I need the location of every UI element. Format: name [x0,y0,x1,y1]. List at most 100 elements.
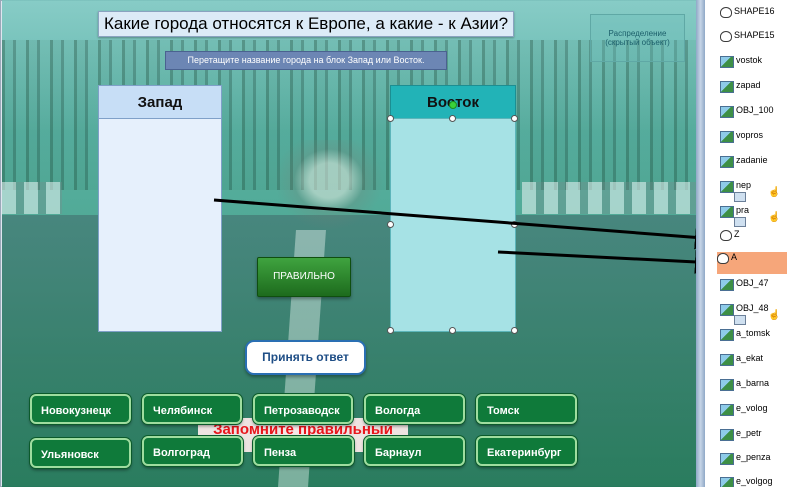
shape-icon [720,7,732,18]
west-drop-zone[interactable] [98,118,222,332]
picture-icon [720,206,734,218]
picture-icon [720,81,734,93]
picture-icon [720,477,734,487]
picture-icon [720,156,734,168]
pane-item-label: pra [736,205,750,215]
west-zone-header: Запад [98,85,222,120]
thumbnail-icon [734,217,746,227]
city-tomsk[interactable]: Томск [476,394,577,424]
thumbnail-icon [734,192,746,202]
pane-item-zadanie[interactable]: zadanie [720,155,768,177]
pane-item-obj47[interactable]: OBJ_47 [720,278,769,300]
picture-icon [720,304,734,316]
city-volgograd[interactable]: Волгоград [142,436,243,466]
pane-item-label: Z [734,229,740,239]
correct-indicator-button[interactable]: ПРАВИЛЬНО [257,257,351,297]
picture-icon [720,279,734,291]
pane-item-e-volgog[interactable]: e_volgog [720,476,773,487]
pane-item-label: SHAPE16 [734,6,775,16]
pane-item-label: a_tomsk [736,328,771,338]
pane-item-label: e_penza [736,452,771,462]
city-petrozavodsk[interactable]: Петрозаводск [253,394,353,424]
pane-item-label: e_volog [736,403,768,413]
picture-icon [720,329,734,341]
pointer-hand-icon: ☝ [768,212,781,223]
pane-item-obj48[interactable]: OBJ_48☝ [720,303,780,325]
selection-pane: SHAPE16 SHAPE15 vostok zapad OBJ_100 vop… [705,0,800,487]
pane-item-shape15[interactable]: SHAPE15 [720,30,775,52]
pane-item-label: OBJ_100 [736,105,774,115]
resize-handle-nw[interactable] [387,115,394,122]
pane-item-z[interactable]: Z [720,229,740,251]
pane-item-obj100[interactable]: OBJ_100 [720,105,774,127]
pane-item-a-selected[interactable]: A [717,252,787,274]
pane-item-label: SHAPE15 [734,30,775,40]
thumbnail-icon [734,315,746,325]
city-yekaterinburg[interactable]: Екатеринбург [476,436,577,466]
city-barnaul[interactable]: Барнаул [364,436,465,466]
pane-item-label: vostok [736,55,763,65]
picture-icon [720,181,734,193]
city-chelyabinsk[interactable]: Челябинск [142,394,242,424]
picture-icon [720,404,734,416]
picture-icon [720,354,734,366]
city-ulyanovsk[interactable]: Ульяновск [30,438,131,468]
resize-handle-e[interactable] [511,221,518,228]
pane-item-label: zadanie [736,155,768,165]
barrier-left [2,182,62,214]
pane-item-vopros[interactable]: vopros [720,130,763,152]
pointer-hand-icon: ☝ [768,310,781,321]
east-drop-zone[interactable] [390,118,516,332]
picture-icon [720,56,734,68]
question-title: Какие города относятся к Европе, а какие… [98,11,514,37]
hidden-distribution-object: Распределение (скрытый объект) [590,14,685,62]
rotation-handle[interactable] [449,101,457,109]
pane-item-vostok[interactable]: vostok [720,55,762,77]
instruction-hint: Перетащите название города на блок Запад… [165,51,447,70]
resize-handle-n[interactable] [449,115,456,122]
panel-splitter[interactable] [696,0,705,487]
picture-icon [720,379,734,391]
hidden-object-line2: (скрытый объект) [605,38,670,47]
picture-icon [720,453,734,465]
pane-item-e-volog[interactable]: e_volog [720,403,768,425]
pane-item-label: e_petr [736,428,762,438]
pane-item-a-tomsk[interactable]: a_tomsk [720,328,770,350]
pane-item-label: OBJ_47 [736,278,769,288]
city-penza[interactable]: Пенза [253,436,354,466]
pane-item-label: nep [736,180,752,190]
picture-icon [720,429,734,441]
barrier-right [522,182,696,214]
hidden-object-line1: Распределение [608,29,667,38]
pane-item-nep[interactable]: nep ☝ [720,180,780,202]
pane-item-label: OBJ_48 [736,303,769,313]
pane-item-a-ekat[interactable]: a_ekat [720,353,763,375]
shape-icon [720,230,732,241]
pane-item-label: a_barna [736,378,770,388]
city-vologda[interactable]: Вологда [364,394,465,424]
accept-answer-button[interactable]: Принять ответ [245,340,366,375]
pane-item-pra[interactable]: pra ☝ [720,205,780,227]
shape-icon [717,253,729,264]
pane-item-shape16[interactable]: SHAPE16 [720,6,775,28]
shape-icon [720,31,732,42]
resize-handle-s[interactable] [449,327,456,334]
pane-item-e-penza[interactable]: e_penza [720,452,771,474]
resize-handle-ne[interactable] [511,115,518,122]
city-novokuznetsk[interactable]: Новокузнецк [30,394,131,424]
pane-item-a-barna[interactable]: a_barna [720,378,769,400]
pane-item-label: e_volgog [736,476,773,486]
pane-item-zapad[interactable]: zapad [720,80,761,102]
resize-handle-se[interactable] [511,327,518,334]
pane-item-label: zapad [736,80,761,90]
pane-item-label: a_ekat [736,353,764,363]
background-person [274,140,384,230]
picture-icon [720,106,734,118]
resize-handle-sw[interactable] [387,327,394,334]
pane-item-e-petr[interactable]: e_petr [720,428,762,450]
resize-handle-w[interactable] [387,221,394,228]
pane-item-label: A [731,252,738,262]
picture-icon [720,131,734,143]
pane-item-label: vopros [736,130,764,140]
pointer-hand-icon: ☝ [768,187,781,198]
